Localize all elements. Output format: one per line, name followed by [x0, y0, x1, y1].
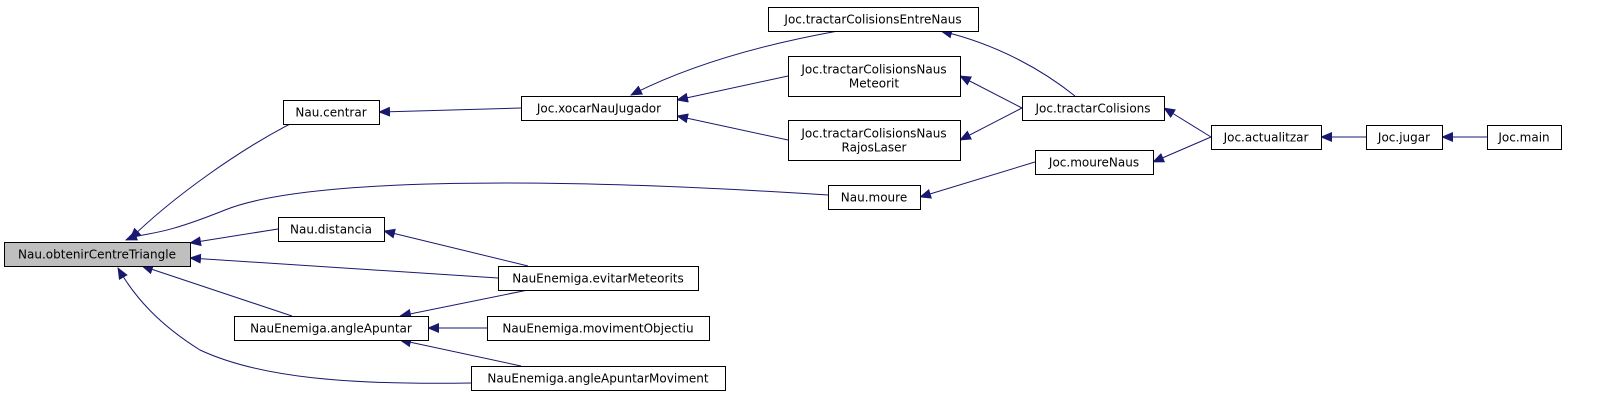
node-box — [1211, 125, 1322, 150]
node-label: RajosLaser — [842, 141, 907, 155]
node-box — [828, 185, 921, 210]
edge-xocar-to-centrar — [378, 106, 522, 117]
edge-centrar-to-obtenir — [129, 123, 291, 240]
node-box — [471, 366, 726, 391]
node-label: NauEnemiga.movimentObjectiu — [502, 322, 693, 336]
edges-layer — [117, 28, 1487, 384]
node-label: Nau.distancia — [290, 223, 372, 237]
node-evitar[interactable]: NauEnemiga.evitarMeteorits — [498, 266, 699, 291]
node-label: NauEnemiga.angleApuntar — [250, 322, 412, 336]
node-box — [768, 7, 979, 32]
node-centrar[interactable]: Nau.centrar — [283, 100, 380, 125]
node-box — [788, 56, 961, 97]
edge-angleMov-to-angleApuntar — [399, 337, 522, 367]
node-box — [788, 120, 961, 161]
node-label: Joc.jugar — [1377, 131, 1430, 145]
node-label: Nau.obtenirCentreTriangle — [18, 248, 176, 262]
node-label: NauEnemiga.evitarMeteorits — [512, 272, 684, 286]
edge-tractar-to-meteorit — [959, 75, 1023, 109]
node-label: Joc.tractarColisionsNaus — [800, 63, 946, 77]
node-movObj[interactable]: NauEnemiga.movimentObjectiu — [487, 316, 710, 341]
edge-angleApuntar-to-obtenir — [141, 264, 293, 317]
edge-actualitzar-to-moureNaus — [1152, 136, 1212, 163]
edge-moureNaus-to-moure — [919, 161, 1036, 199]
node-box — [487, 316, 710, 341]
node-label: NauEnemiga.angleApuntarMoviment — [487, 372, 708, 386]
node-tractar[interactable]: Joc.tractarColisions — [1022, 96, 1165, 121]
edge-evitar-to-angleApuntar — [399, 289, 529, 319]
node-box — [283, 100, 380, 125]
edge-moure-to-obtenir — [125, 182, 829, 241]
node-label: Joc.actualitzar — [1223, 131, 1309, 145]
nodes-layer: Nau.obtenirCentreTriangle Nau.centrarNau.… — [4, 7, 1562, 391]
edge-tractar-to-rajos — [959, 107, 1023, 141]
node-label: Meteorit — [849, 77, 899, 91]
edge-angleMov-to-obtenir — [117, 267, 472, 384]
node-xocar[interactable]: Joc.xocarNauJugador — [521, 96, 678, 121]
node-label: Joc.tractarColisionsEntreNaus — [783, 13, 961, 27]
edge-evitar-to-obtenir — [189, 253, 499, 279]
edge-distancia-to-obtenir — [189, 228, 279, 247]
node-label: Joc.tractarColisions — [1034, 102, 1150, 116]
node-jugar[interactable]: Joc.jugar — [1366, 125, 1443, 150]
node-box — [234, 316, 429, 341]
node-box — [498, 266, 699, 291]
edge-entreNaus-to-xocar — [630, 30, 839, 96]
node-obtenir[interactable]: Nau.obtenirCentreTriangle — [4, 242, 191, 267]
edge-meteorit-to-xocar — [676, 75, 789, 103]
node-label: Joc.xocarNauJugador — [536, 102, 661, 116]
node-box — [278, 217, 385, 242]
node-entreNaus[interactable]: Joc.tractarColisionsEntreNaus — [768, 7, 979, 32]
node-label: Joc.tractarColisionsNaus — [800, 127, 946, 141]
node-angleMov[interactable]: NauEnemiga.angleApuntarMoviment — [471, 366, 726, 391]
edge-actualitzar-to-tractar — [1163, 107, 1212, 138]
node-angleApuntar[interactable]: NauEnemiga.angleApuntar — [234, 316, 429, 341]
node-label: Nau.moure — [841, 191, 907, 205]
node-distancia[interactable]: Nau.distancia — [278, 217, 385, 242]
node-box — [1035, 150, 1154, 175]
node-main[interactable]: Joc.main — [1487, 125, 1562, 150]
edge-tractar-to-entreNaus — [940, 28, 1076, 97]
node-box — [1022, 96, 1165, 121]
node-moure[interactable]: Nau.moure — [828, 185, 921, 210]
node-label: Joc.main — [1497, 131, 1549, 145]
node-box — [1366, 125, 1443, 150]
node-box — [1487, 125, 1562, 150]
node-box — [521, 96, 678, 121]
node-moureNaus[interactable]: Joc.moureNaus — [1035, 150, 1154, 175]
node-label: Nau.centrar — [295, 106, 366, 120]
node-box — [4, 242, 191, 267]
node-label: Joc.moureNaus — [1048, 156, 1139, 170]
edge-rajos-to-xocar — [676, 113, 789, 141]
node-actualitzar[interactable]: Joc.actualitzar — [1211, 125, 1322, 150]
edge-evitar-to-distancia — [383, 228, 529, 267]
